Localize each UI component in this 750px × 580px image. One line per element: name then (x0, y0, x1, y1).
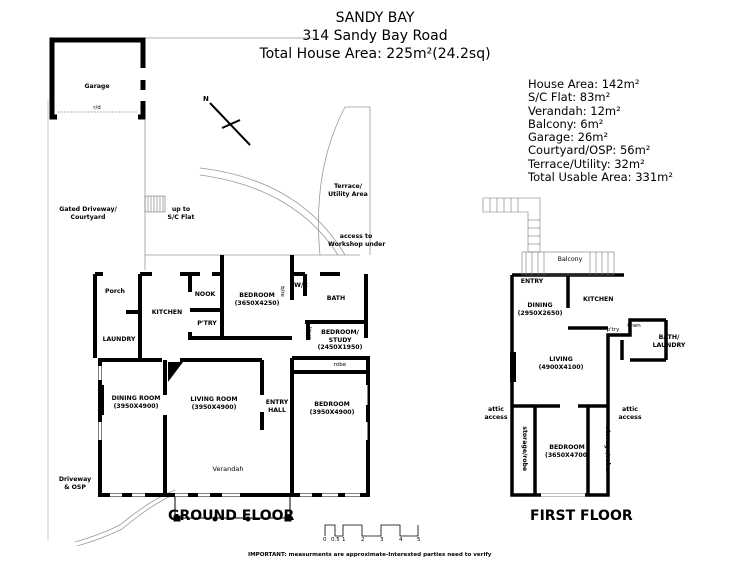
scale-tick: 0.5 (331, 537, 340, 543)
total-house-area: Total House Area: 225m²(24.2sq) (259, 46, 491, 62)
label-ff-entry: ENTRY (520, 278, 544, 285)
label-entry-hall: ENTRY HALL (265, 399, 289, 414)
label-dining-room: DINING ROOM (3950X4900) (111, 395, 161, 410)
scale-tick: 1 (342, 537, 346, 543)
label-ff-living: LIVING (4900X4100) (538, 356, 584, 371)
label-bedroom-1: BEDROOM (3650X4250) (234, 292, 280, 307)
plan-address: 314 Sandy Bay Road (302, 28, 448, 44)
area-item: Terrace/Utility: 32m² (528, 156, 645, 171)
label-bedroom-2: BEDROOM (3950X4900) (309, 401, 355, 416)
fireplace-first (510, 352, 516, 382)
label-bath: BATH (326, 295, 346, 302)
label-pantry: P'TRY (197, 320, 217, 327)
scale-tick: 5 (417, 537, 421, 543)
area-summary: House Area: 142m² S/C Flat: 83m² Veranda… (528, 77, 673, 185)
label-gated-driveway: Gated Driveway/ Courtyard (59, 206, 117, 221)
lower-drive-curve (76, 493, 176, 547)
label-up-to-flat: up to S/C Flat (167, 206, 195, 221)
area-item: Courtyard/OSP: 56m² (528, 143, 651, 158)
north-arrow-icon (209, 102, 251, 146)
label-porch: Porch (105, 288, 125, 295)
first-floor-title: FIRST FLOOR (530, 508, 633, 524)
area-item: S/C Flat: 83m² (528, 90, 611, 105)
measurement-disclaimer: IMPORTANT: measurments are approximate-I… (248, 552, 492, 558)
label-terrace: Terrace/ Utility Area (328, 183, 368, 198)
area-item: Balcony: 6m² (528, 116, 604, 131)
label-roller-door: r/d (93, 105, 101, 111)
ground-floor-walls (93, 255, 370, 497)
plan-title: SANDY BAY (335, 10, 415, 26)
label-living-room: LIVING ROOM (3950X4900) (190, 396, 238, 411)
garage (49, 37, 146, 121)
label-attic-access-right: attic access (618, 406, 642, 421)
label-bath-laundry: BATH/ LAUNDRY (652, 334, 686, 349)
label-bathrobe: b/re (278, 286, 285, 297)
stairs-first (482, 197, 541, 253)
lower-drive-curve (74, 489, 176, 543)
label-laundry: LAUNDRY (102, 336, 136, 343)
label-ff-dining: DINING (2950X2650) (517, 302, 563, 317)
balcony (521, 251, 615, 276)
label-ff-pantry: p'try (606, 327, 620, 333)
area-item: Verandah: 12m² (528, 103, 621, 118)
window-openings (98, 366, 368, 497)
label-nook: NOOK (194, 291, 216, 298)
verandah (173, 497, 292, 522)
label-workshop-access: access to Workshop under (328, 233, 386, 248)
ground-floor-title: GROUND FLOOR (168, 508, 295, 524)
label-wc: W/C (294, 282, 308, 289)
label-attic-access-left: attic access (484, 406, 508, 421)
label-ff-bedroom: BEDROOM (3650X4700) (545, 444, 590, 459)
terrace-outline (318, 106, 371, 256)
scale-tick: 3 (380, 537, 384, 543)
label-balcony: Balcony (557, 256, 583, 263)
scale-tick: 2 (361, 537, 365, 543)
driveway-arc (199, 167, 346, 256)
label-verandah: Verandah (212, 465, 244, 473)
scale-tick: 0 (323, 537, 327, 543)
driveway-arc (199, 174, 339, 256)
label-storage-right: storage/robe (604, 426, 612, 472)
label-linen: linen (306, 326, 313, 341)
stairs-ground (144, 195, 166, 213)
label-ff-kitchen: KITCHEN (583, 296, 614, 303)
north-label: N (203, 95, 209, 103)
scale-tick: 4 (399, 537, 403, 543)
area-item: Garage: 26m² (528, 130, 609, 145)
label-study: BEDROOM/ STUDY (2450X1950) (317, 329, 363, 351)
label-robe: robe (333, 362, 347, 368)
label-kitchen: KITCHEN (151, 309, 183, 316)
fireplace (98, 385, 104, 415)
label-storage-left: storage/robe (521, 426, 529, 472)
label-garage: Garage (84, 83, 110, 90)
scale-bar (324, 524, 419, 537)
fireplace-living (168, 362, 183, 382)
label-ff-linen: linen (627, 323, 641, 329)
label-driveway-osp: Driveway & OSP (58, 476, 92, 491)
area-item: House Area: 142m² (528, 77, 640, 91)
area-item: Total Usable Area: 331m² (528, 170, 673, 185)
